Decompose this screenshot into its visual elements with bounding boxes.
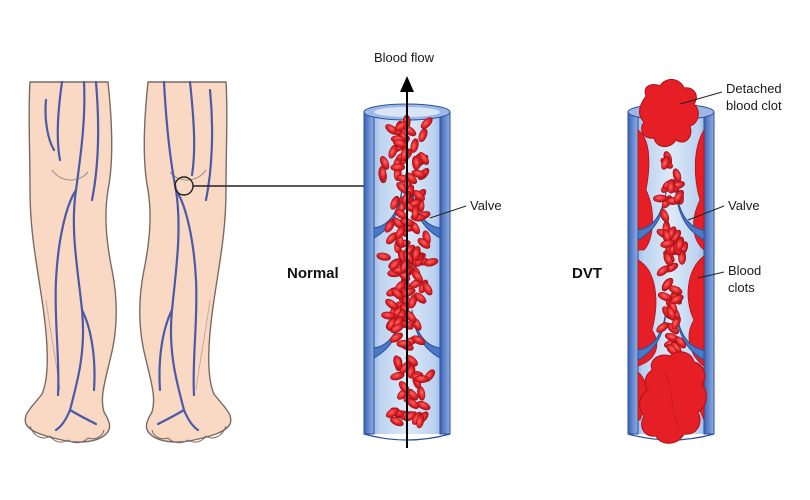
red-blood-cell (390, 371, 405, 381)
red-blood-cell (416, 413, 425, 429)
red-blood-cell (390, 163, 406, 172)
red-blood-cell (414, 375, 430, 383)
normal-label: Normal (287, 265, 339, 282)
red-blood-cell (393, 355, 402, 370)
red-blood-cell (675, 236, 685, 251)
detached-clot-label-2: blood clot (726, 98, 782, 113)
valve-label-dvt: Valve (728, 198, 760, 213)
valve-label-normal: Valve (470, 198, 502, 213)
left-leg (24, 81, 117, 443)
red-blood-cell (420, 117, 433, 129)
red-blood-cell (673, 189, 685, 204)
normal-red-cells (376, 114, 439, 429)
red-blood-cell (385, 298, 398, 310)
dvt-vein-icon (627, 79, 715, 444)
red-blood-cell (656, 265, 670, 277)
red-blood-cell (389, 258, 402, 271)
red-blood-cell (379, 156, 390, 170)
red-blood-cell (384, 219, 395, 233)
red-blood-cell (417, 237, 431, 249)
red-blood-cell (410, 138, 419, 153)
red-blood-cell (390, 323, 404, 334)
red-blood-cell (674, 336, 687, 349)
arrow-up-icon (400, 76, 414, 448)
normal-vein-icon (363, 103, 451, 441)
red-blood-cell (422, 282, 433, 296)
red-blood-cell (661, 155, 671, 170)
detached-clot-label-1: Detached (726, 81, 782, 96)
red-blood-cell (414, 292, 427, 304)
red-blood-cell (388, 144, 398, 159)
red-blood-cell (423, 258, 439, 267)
red-blood-cell (390, 195, 400, 210)
red-blood-cell (667, 179, 676, 194)
red-blood-cell (666, 306, 676, 321)
red-blood-cell (389, 332, 403, 343)
dvt-red-cells (653, 124, 689, 381)
red-blood-cell (386, 407, 399, 418)
red-blood-cell (391, 287, 403, 300)
red-blood-cell (418, 152, 430, 165)
dvt-label: DVT (572, 265, 602, 282)
detached-blood-clot (639, 79, 699, 147)
red-blood-cell (411, 270, 423, 283)
blood-clots-label-2: clots (728, 280, 755, 295)
red-blood-cell (659, 208, 670, 223)
red-blood-cell (376, 252, 391, 261)
blood-clots (637, 128, 705, 421)
red-blood-cell (672, 168, 682, 183)
red-blood-cell (381, 311, 396, 320)
red-blood-cell (656, 322, 669, 333)
red-blood-cell (396, 339, 412, 348)
red-blood-cell (389, 416, 404, 427)
bottom-blood-clot (639, 351, 707, 444)
red-blood-cell (670, 294, 684, 305)
red-blood-cell (411, 169, 426, 179)
legs-illustration-icon (24, 80, 232, 444)
red-blood-cell (653, 194, 668, 203)
right-leg (139, 81, 232, 443)
red-blood-cell (418, 128, 428, 143)
blood-clots-label-1: Blood (728, 263, 761, 278)
red-blood-cell (411, 335, 426, 346)
red-blood-cell (395, 225, 406, 239)
red-blood-cell (660, 239, 675, 248)
red-blood-cell (663, 252, 673, 267)
red-blood-cell (412, 246, 421, 261)
blood-flow-label: Blood flow (374, 50, 435, 65)
red-blood-cell (668, 285, 683, 295)
red-blood-cell (411, 204, 420, 220)
